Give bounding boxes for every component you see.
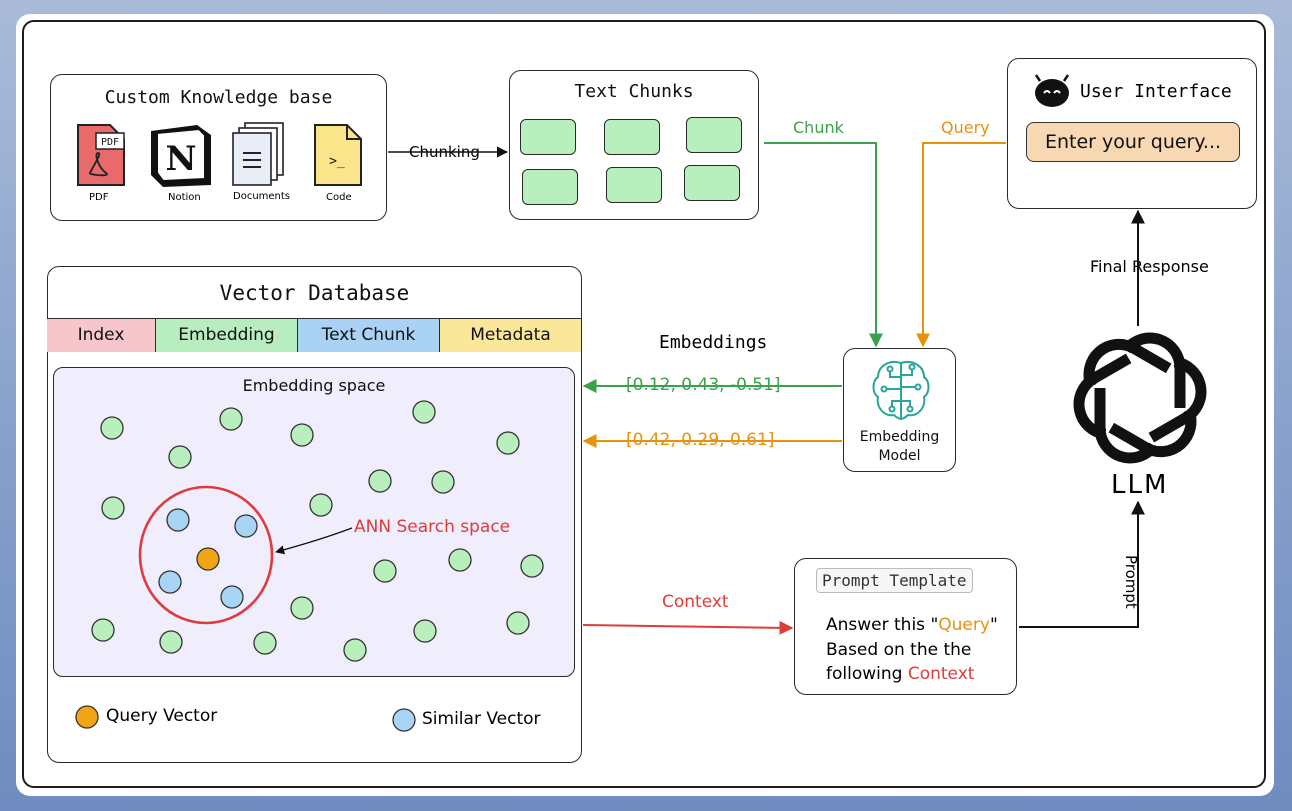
data-vector-dot [496, 431, 520, 455]
chunking-label: Chunking [409, 143, 480, 161]
data-vector-dot [309, 493, 333, 517]
similar-vector-dot [166, 508, 190, 532]
similar-vector-dot [158, 570, 182, 594]
similar-vector-dot [220, 585, 244, 609]
legend-query-vector: Query Vector [106, 706, 218, 726]
query-input[interactable]: Enter your query... [1026, 122, 1240, 162]
embedding-model-label-2: Model [878, 448, 921, 464]
data-vector-dot [100, 416, 124, 440]
data-vector-dot [448, 548, 472, 572]
pdf-icon: PDF [76, 123, 126, 187]
data-vector-dot [373, 559, 397, 583]
chunk-vector-label: [0.12, 0.43, -0.51] [626, 375, 781, 395]
column-text-chunk: Text Chunk [298, 319, 440, 352]
query-label: Query [941, 118, 990, 137]
legend-similar-vector: Similar Vector [422, 709, 541, 729]
brain-circuit-icon [870, 357, 932, 423]
code-icon: >_ [313, 123, 363, 187]
column-embedding: Embedding [156, 319, 298, 352]
data-vector-dot [290, 596, 314, 620]
data-vector-dot [219, 407, 243, 431]
text-chunks-title: Text Chunks [574, 81, 694, 102]
vector-db-header-row: Index Embedding Text Chunk Metadata [47, 318, 581, 352]
similar-vectors [158, 508, 258, 609]
data-vector-dot [413, 619, 437, 643]
knowledge-base-title: Custom Knowledge base [104, 87, 333, 108]
pdf-icon-badge: PDF [101, 137, 119, 148]
notion-icon-badge: N [165, 139, 196, 179]
prompt-line-2: Based on the the [826, 640, 972, 660]
data-vector-dot [431, 470, 455, 494]
data-vector-dot [253, 631, 277, 655]
text-chunk [686, 117, 742, 153]
text-chunk [604, 119, 660, 155]
text-chunk [606, 167, 662, 203]
prompt-line-1-suffix: " [989, 615, 998, 635]
llm-label: LLM [1111, 470, 1169, 500]
prompt-query-word: Query [938, 615, 990, 635]
embedding-model-box: Embedding Model [843, 348, 956, 472]
prompt-context-word: Context [907, 664, 975, 684]
text-chunk [684, 165, 740, 201]
green-vectors [91, 400, 544, 662]
data-vector-dot [368, 469, 392, 493]
user-interface-title: User Interface [1080, 81, 1232, 102]
data-vector-dot [343, 638, 367, 662]
openai-logo-icon [1073, 331, 1207, 465]
data-vector-dot [520, 554, 544, 578]
data-vector-dot [168, 445, 192, 469]
data-vector-dot [159, 630, 183, 654]
knowledge-base-box: Custom Knowledge base PDF PDF N Notion D… [50, 74, 387, 221]
embeddings-label: Embeddings [659, 332, 768, 353]
data-vector-dot [412, 400, 436, 424]
data-vector-dot [91, 618, 115, 642]
query-vector-dot [196, 547, 220, 571]
notion-label: Notion [168, 192, 201, 203]
text-chunk [520, 119, 576, 155]
text-chunks-box: Text Chunks [509, 70, 759, 220]
text-chunk [522, 169, 578, 205]
chunk-label: Chunk [793, 118, 844, 137]
prompt-line-1: Answer this "Query" [826, 615, 998, 635]
prompt-line-3: following Context [826, 664, 974, 684]
notion-icon: N [147, 123, 215, 189]
documents-icon [231, 121, 287, 187]
embedding-space-label: Embedding space [242, 376, 386, 395]
final-response-label: Final Response [1090, 257, 1209, 276]
data-vector-dot [290, 423, 314, 447]
prompt-label: Prompt [1122, 555, 1140, 609]
vector-database-title: Vector Database [219, 281, 410, 305]
prompt-line-1-prefix: Answer this " [826, 615, 939, 635]
ann-search-label: ANN Search space [354, 517, 511, 537]
code-label: Code [326, 192, 352, 203]
prompt-template-box: Prompt Template Answer this "Query" Base… [794, 558, 1017, 695]
code-icon-badge: >_ [329, 154, 345, 169]
prompt-line-3-prefix: following [826, 664, 908, 684]
column-metadata: Metadata [440, 319, 581, 352]
documents-label: Documents [233, 191, 291, 202]
query-vector-label: [0.42, 0.29, 0.61] [626, 430, 775, 450]
pdf-label: PDF [89, 192, 109, 203]
context-label: Context [662, 592, 729, 612]
prompt-template-title: Prompt Template [816, 568, 973, 593]
embedding-model-label-1: Embedding [859, 429, 940, 445]
similar-vector-dot [234, 514, 258, 538]
robot-icon [1032, 73, 1072, 109]
canvas-border [22, 20, 1266, 788]
data-vector-dot [101, 496, 125, 520]
column-index: Index [47, 319, 156, 352]
data-vector-dot [506, 611, 530, 635]
